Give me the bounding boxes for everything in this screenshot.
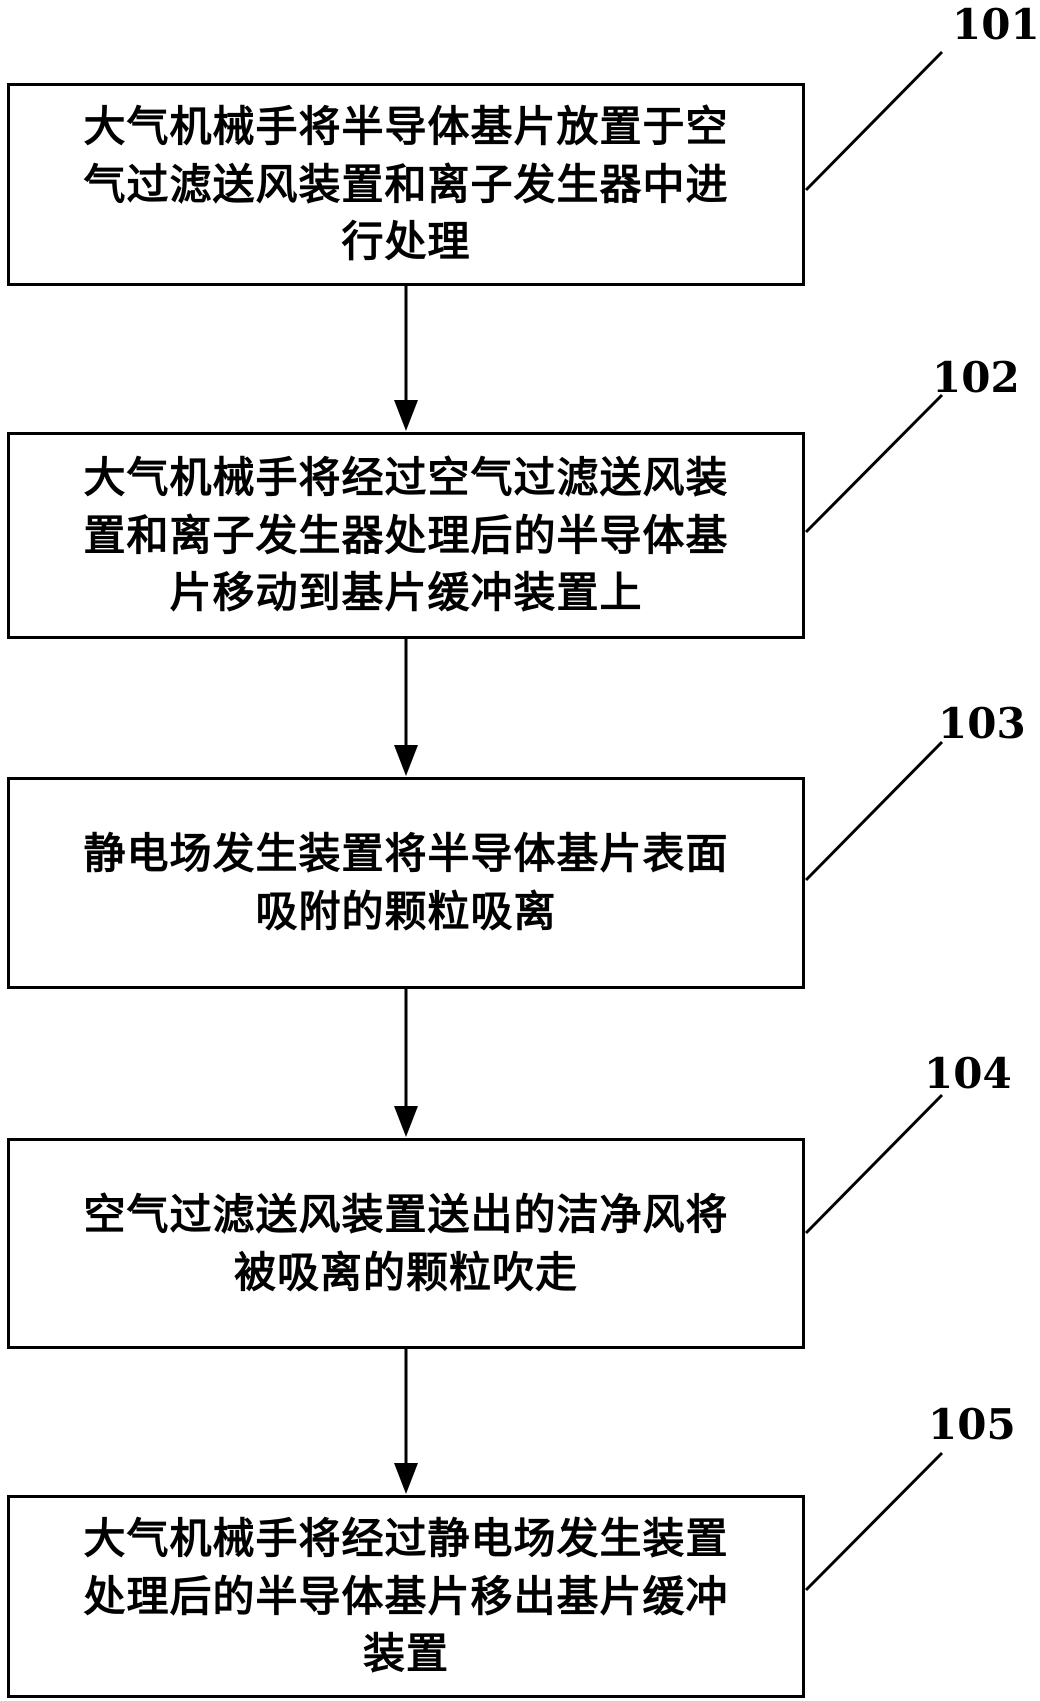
- step-text-104: 空气过滤送风装置送出的洁净风将 被吸离的颗粒吹走: [83, 1189, 729, 1297]
- step-id-101: 101: [952, 0, 1040, 49]
- leader-line-102: [804, 393, 944, 534]
- arrowhead-102: [394, 400, 418, 431]
- leader-line-104: [804, 1093, 944, 1235]
- step-id-104: 104: [924, 1049, 1012, 1098]
- step-box-102: 大气机械手将经过空气过滤送风装 置和离子发生器处理后的半导体基 片移动到基片缓冲…: [7, 432, 805, 639]
- leader-line-101: [804, 50, 944, 192]
- step-box-101: 大气机械手将半导体基片放置于空 气过滤送风装置和离子发生器中进 行处理: [7, 83, 805, 286]
- step-text-102: 大气机械手将经过空气过滤送风装 置和离子发生器处理后的半导体基 片移动到基片缓冲…: [83, 452, 729, 618]
- arrowhead-104: [394, 1106, 418, 1137]
- step-id-105: 105: [928, 1400, 1016, 1449]
- step-text-103: 静电场发生装置将半导体基片表面 吸附的颗粒吸离: [83, 829, 729, 936]
- arrowhead-105: [394, 1463, 418, 1494]
- step-text-101: 大气机械手将半导体基片放置于空 气过滤送风装置和离子发生器中进 行处理: [83, 101, 729, 267]
- step-text-105: 大气机械手将经过静电场发生装置 处理后的半导体基片移出基片缓冲 装置: [83, 1513, 729, 1679]
- step-box-104: 空气过滤送风装置送出的洁净风将 被吸离的颗粒吹走: [7, 1138, 805, 1349]
- leader-line-105: [804, 1451, 944, 1592]
- arrowhead-103: [394, 745, 418, 776]
- step-box-105: 大气机械手将经过静电场发生装置 处理后的半导体基片移出基片缓冲 装置: [7, 1495, 805, 1698]
- step-id-102: 102: [932, 353, 1020, 402]
- step-id-103: 103: [938, 699, 1026, 748]
- leader-line-103: [804, 740, 944, 882]
- step-box-103: 静电场发生装置将半导体基片表面 吸附的颗粒吸离: [7, 777, 805, 989]
